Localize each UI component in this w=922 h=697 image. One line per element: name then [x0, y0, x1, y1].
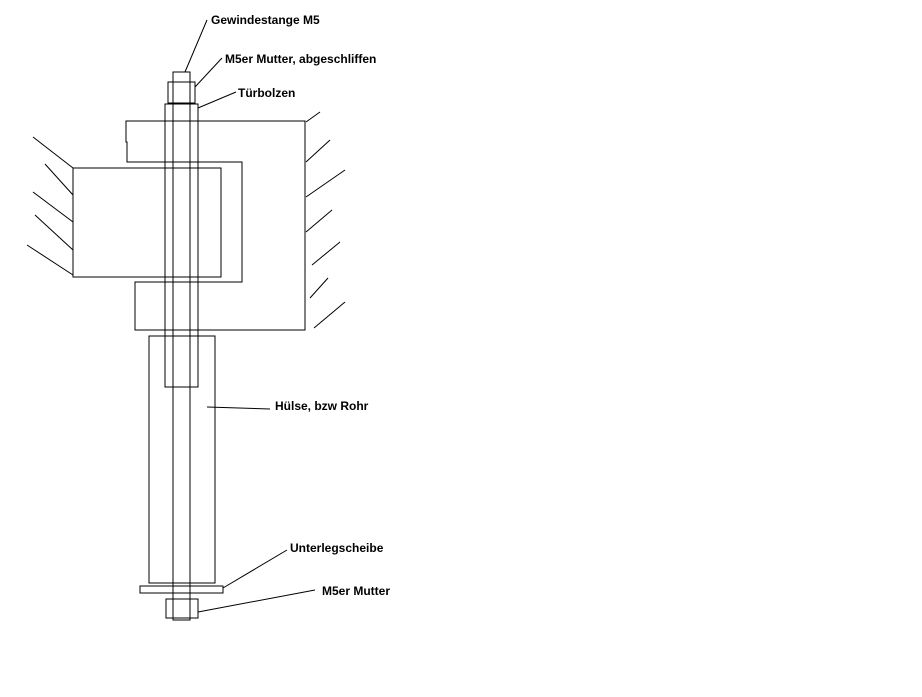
left-wall-hatching — [26, 136, 74, 276]
door-frame-block — [125, 120, 306, 331]
threaded-rod — [172, 71, 191, 621]
leader-sleeve — [206, 406, 271, 410]
washer — [139, 585, 224, 594]
door-bolt — [164, 103, 199, 388]
bottom-nut — [165, 598, 199, 619]
right-wall-hatching — [305, 111, 346, 329]
label-door-bolt: Türbolzen — [238, 86, 295, 100]
ground-nut — [167, 81, 196, 104]
label-washer: Unterlegscheibe — [290, 541, 384, 555]
left-block — [72, 167, 222, 278]
leader-threaded-rod — [184, 19, 208, 73]
leader-nut — [197, 589, 316, 613]
label-nut: M5er Mutter — [322, 584, 390, 598]
leader-washer — [222, 549, 288, 589]
label-threaded-rod: Gewindestange M5 — [211, 13, 320, 27]
label-ground-nut: M5er Mutter, abgeschliffen — [225, 52, 376, 66]
leader-ground-nut — [194, 57, 223, 88]
leader-door-bolt — [197, 91, 237, 109]
sleeve-tube — [148, 335, 216, 584]
label-sleeve: Hülse, bzw Rohr — [275, 399, 369, 413]
